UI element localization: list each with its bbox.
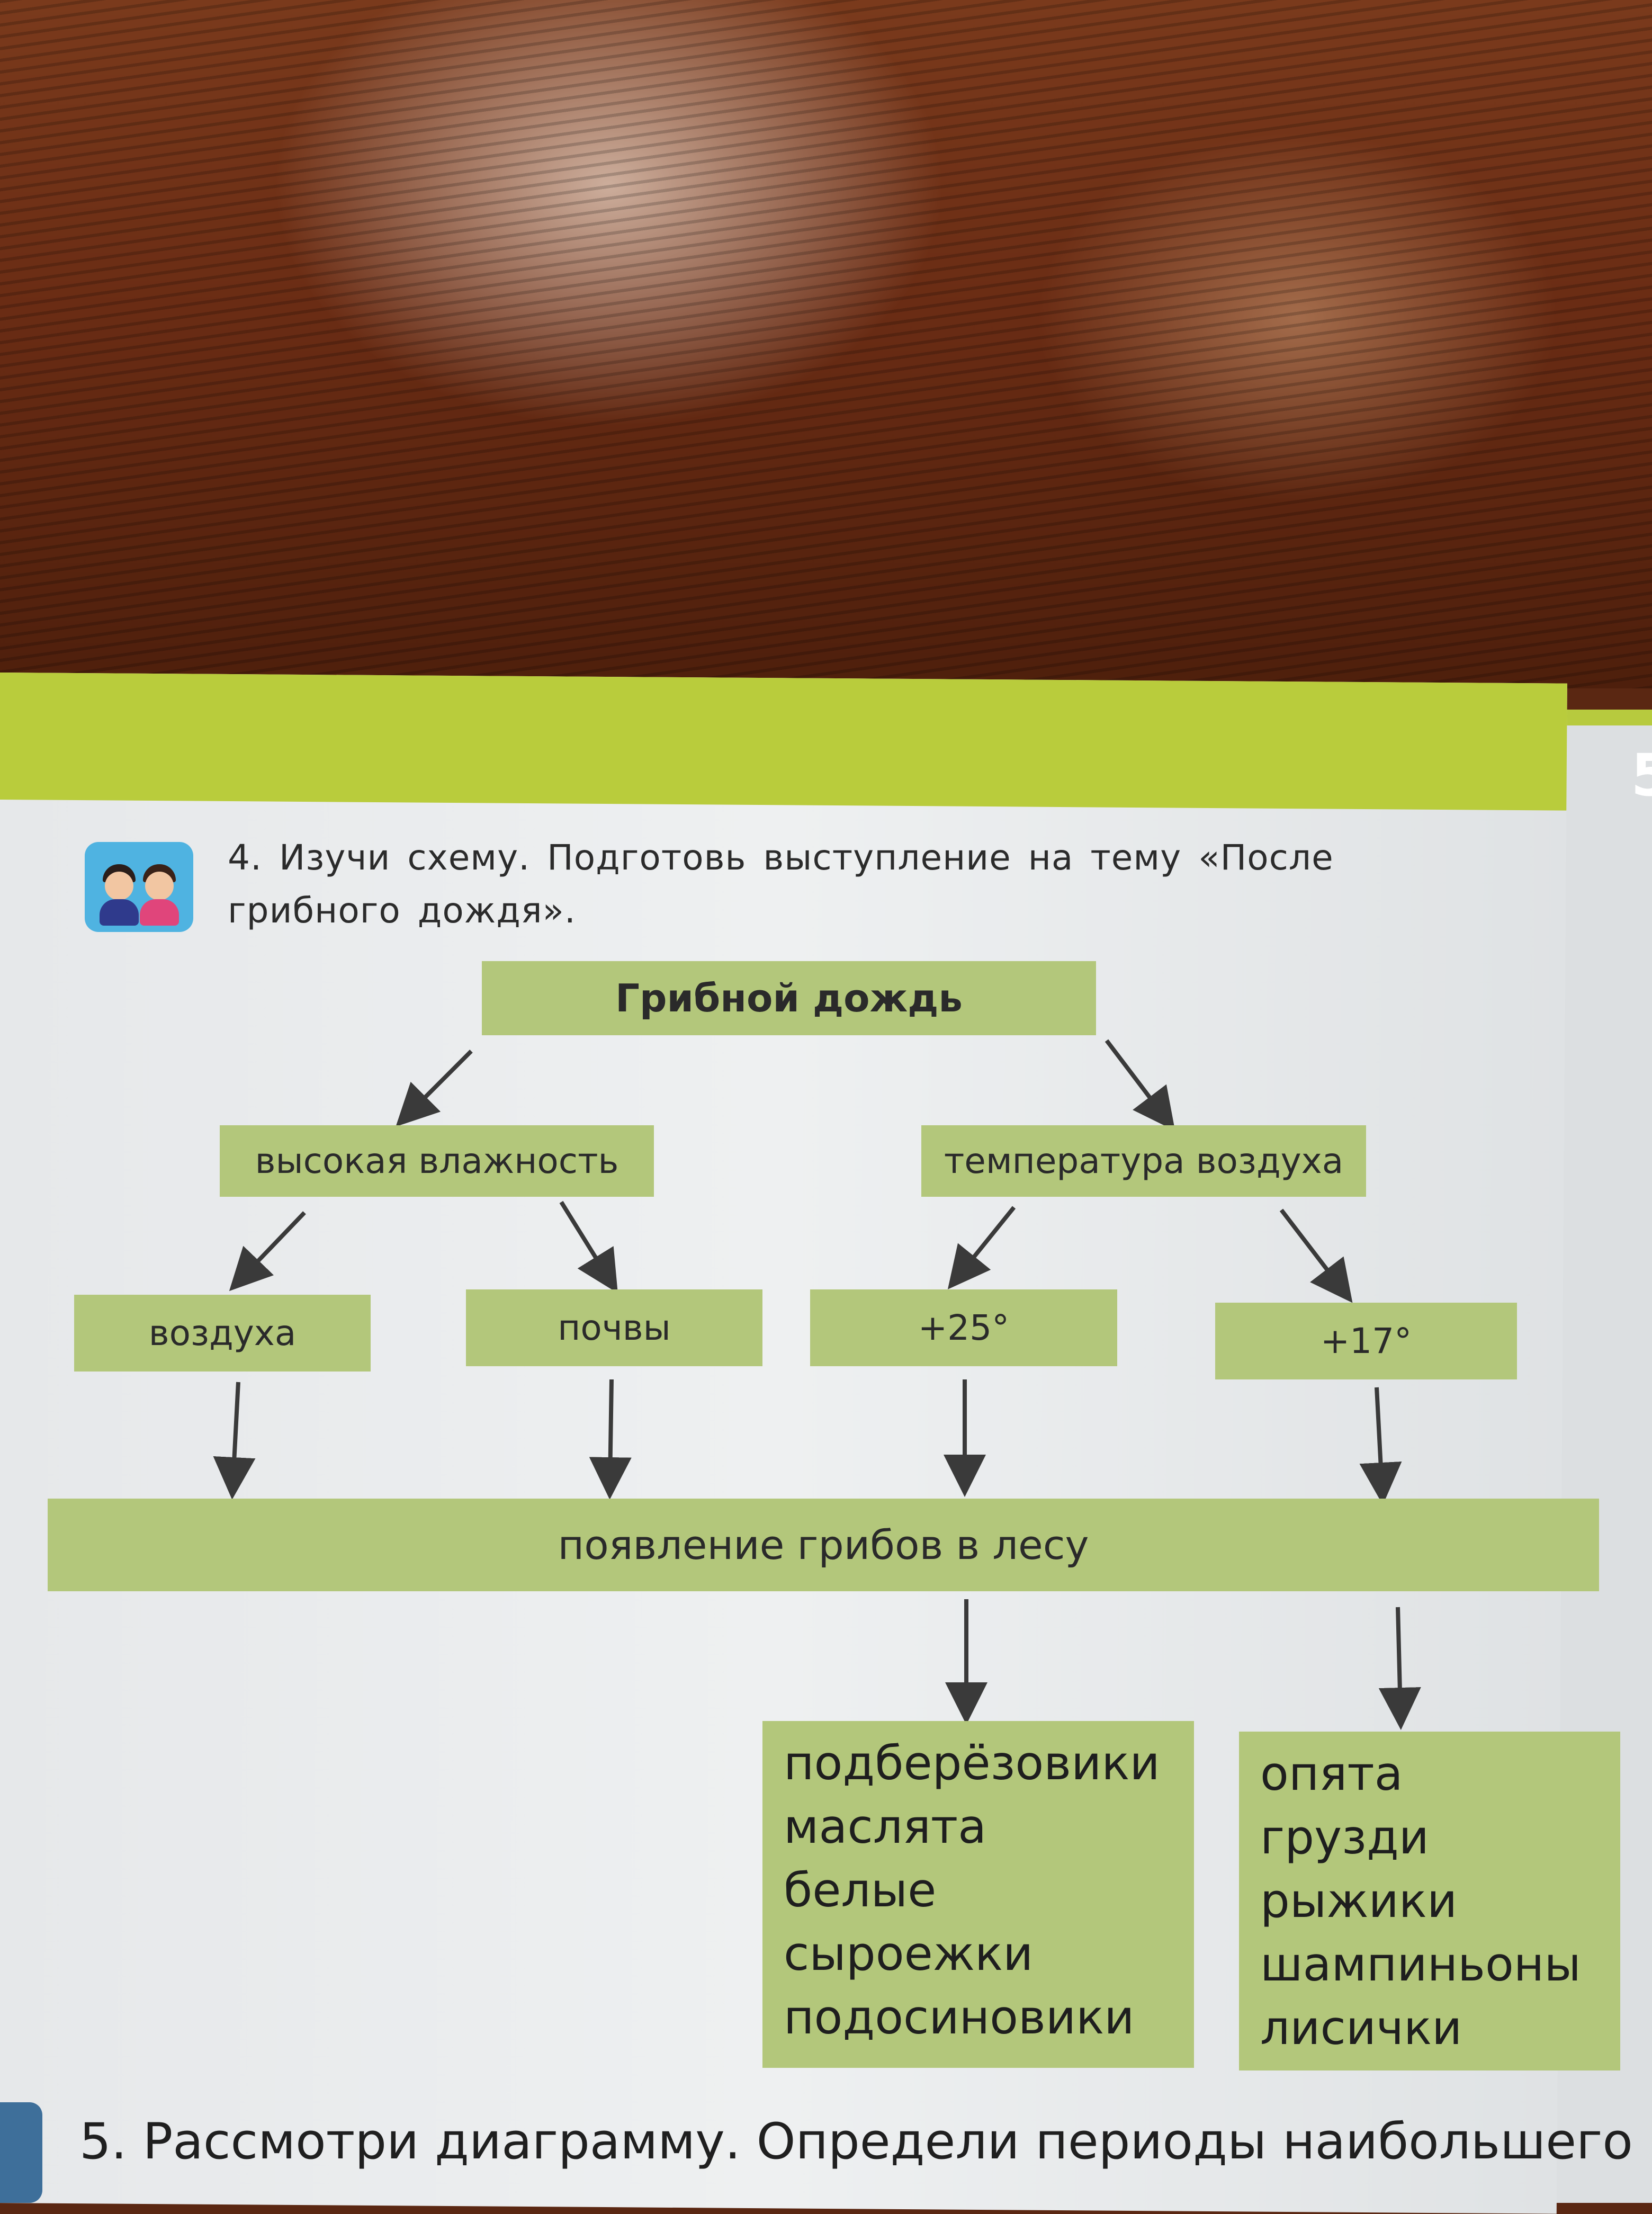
task-5-text: 5. Рассмотри диаграмму. Определи периоды… — [79, 2113, 1633, 2171]
arrow-air-to-result — [213, 1382, 256, 1500]
temp-25-box: +25° — [810, 1289, 1117, 1366]
pair-work-icon — [85, 842, 193, 932]
girl-face-icon — [145, 872, 174, 900]
arrow-result-to-list-right — [1378, 1607, 1421, 1730]
boy-face-icon — [105, 872, 133, 900]
boy-body-icon — [100, 899, 139, 926]
scheme-root-box: Грибной дождь — [482, 961, 1096, 1035]
list-item: маслята — [784, 1799, 987, 1854]
list-item: подберёзовики — [784, 1736, 1160, 1790]
temp-17-box: +17° — [1215, 1303, 1517, 1379]
girl-body-icon — [140, 899, 179, 926]
humidity-box: высокая влажность — [220, 1125, 654, 1197]
arrow-root-to-humidity — [396, 1050, 473, 1127]
task-4-text: 4. Изучи схему. Подготовь выступление на… — [228, 837, 1334, 931]
task-5-icon — [0, 2102, 42, 2203]
arrow-root-to-temperature — [1105, 1039, 1175, 1131]
mushroom-list-right: опята грузди рыжики шампиньоны лисички — [1239, 1732, 1620, 2070]
arrow-humidity-to-soil — [559, 1200, 618, 1294]
arrow-humidity-to-air — [229, 1211, 306, 1292]
arrow-soil-to-result — [589, 1379, 632, 1500]
mushroom-list-left: подберёзовики маслята белые сыроежки под… — [762, 1721, 1194, 2068]
arrow-17-to-result — [1359, 1387, 1402, 1505]
result-box: появление грибов в лесу — [48, 1499, 1599, 1591]
arrow-temperature-to-25 — [947, 1206, 1016, 1289]
list-item: лисички — [1260, 2001, 1462, 2055]
list-item: рыжики — [1260, 1874, 1458, 1928]
list-item: белые — [784, 1863, 937, 1917]
list-item: шампиньоны — [1260, 1937, 1581, 1992]
list-item: грузди — [1260, 1810, 1429, 1865]
list-item: подосиновики — [784, 1990, 1135, 2045]
air-box: воздуха — [74, 1295, 371, 1372]
temperature-box: температура воздуха — [921, 1125, 1366, 1197]
soil-box: почвы — [466, 1289, 762, 1366]
list-item: опята — [1260, 1746, 1403, 1801]
right-page-number: 5 — [1631, 741, 1652, 809]
arrow-temperature-to-17 — [1279, 1208, 1353, 1303]
wooden-table-background — [0, 0, 1652, 688]
list-item: сыроежки — [784, 1926, 1034, 1981]
